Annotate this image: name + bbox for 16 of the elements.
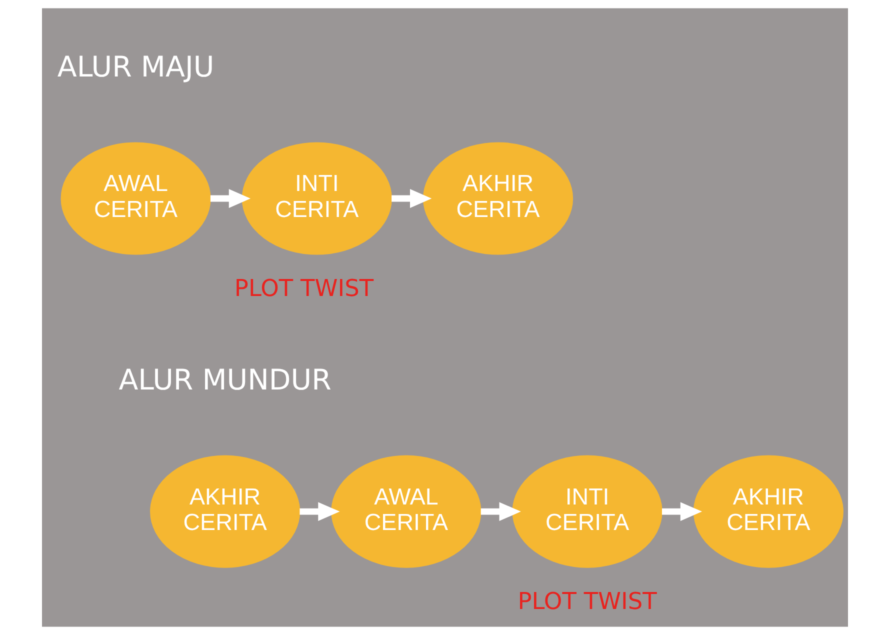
- node-ellipse: AWAL CERITA: [330, 455, 481, 568]
- node-ellipse: AKHIR CERITA: [692, 455, 843, 568]
- label: ALUR MAJU: [56, 50, 214, 84]
- node-ellipse: AKHIR CERITA: [150, 455, 300, 568]
- arrow: [210, 189, 250, 208]
- label: PLOT TWIST: [234, 275, 374, 302]
- arrow: [661, 502, 702, 522]
- arrow: [299, 502, 340, 522]
- node-ellipse: AWAL CERITA: [60, 142, 210, 255]
- label: ALUR MUNDUR: [118, 363, 331, 396]
- node-ellipse: AKHIR CERITA: [422, 142, 573, 255]
- arrow: [480, 502, 520, 522]
- node-ellipse: INTI CERITA: [512, 455, 662, 568]
- arrow: [391, 189, 432, 208]
- label: PLOT TWIST: [517, 588, 656, 616]
- node-ellipse: INTI CERITA: [241, 142, 392, 255]
